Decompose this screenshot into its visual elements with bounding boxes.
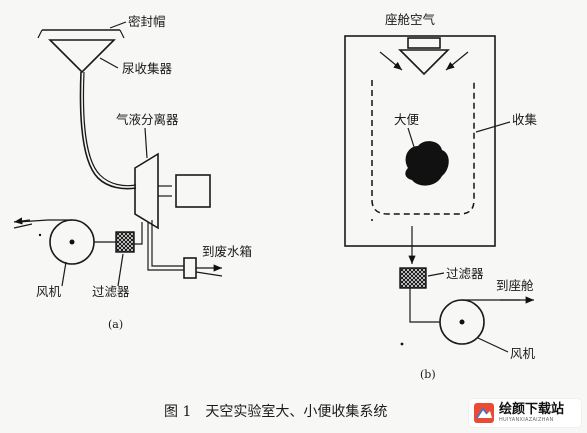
- label-fan-a: 风机: [36, 284, 62, 299]
- collection-bag: [371, 80, 475, 215]
- urine-collector-funnel: [48, 39, 116, 74]
- feces: [405, 141, 449, 186]
- diagram-b: 座舱空气 大便 收集 过滤器 到座舱 风机: [344, 12, 538, 381]
- label-filter-a: 过滤器: [92, 284, 130, 299]
- label-filter-b: 过滤器: [446, 266, 484, 281]
- seal-cap: [37, 29, 125, 39]
- label-collect: 收集: [512, 112, 538, 127]
- watermark-subtext: HUIYANXIAZAIZHAN: [499, 417, 554, 423]
- filter-b: [399, 267, 427, 289]
- figure-caption: 图 1 天空实验室大、小便收集系统: [164, 403, 387, 420]
- label-urine-collector: 尿收集器: [122, 61, 173, 76]
- label-fan-b: 风机: [510, 346, 536, 361]
- sub-label-a: (a): [108, 318, 123, 331]
- filter-a: [115, 231, 135, 253]
- label-cabin-air: 座舱空气: [385, 12, 436, 27]
- urine-hose: [79, 71, 137, 190]
- label-separator: 气液分离器: [116, 112, 179, 127]
- collection-chamber: [344, 35, 496, 247]
- cabin-air-inlet-arrow: [398, 37, 450, 76]
- watermark-logo-icon: [473, 402, 495, 424]
- diagram-a: 密封帽 尿收集器 气液分离器 到废水箱 过滤器: [13, 14, 252, 331]
- waste-tank-valve: [183, 257, 197, 279]
- separator-motor: [175, 174, 211, 208]
- watermark-text: 绘颜下载站: [499, 402, 565, 417]
- label-feces: 大便: [394, 112, 420, 127]
- watermark: 绘颜下载站 HUIYANXIAZAIZHAN: [469, 399, 581, 427]
- label-to-cabin: 到座舱: [496, 278, 534, 293]
- label-to-waste-tank: 到废水箱: [202, 244, 252, 259]
- gas-liquid-separator: [134, 152, 159, 230]
- label-seal-cap: 密封帽: [128, 14, 166, 29]
- sub-label-b: (b): [420, 368, 436, 381]
